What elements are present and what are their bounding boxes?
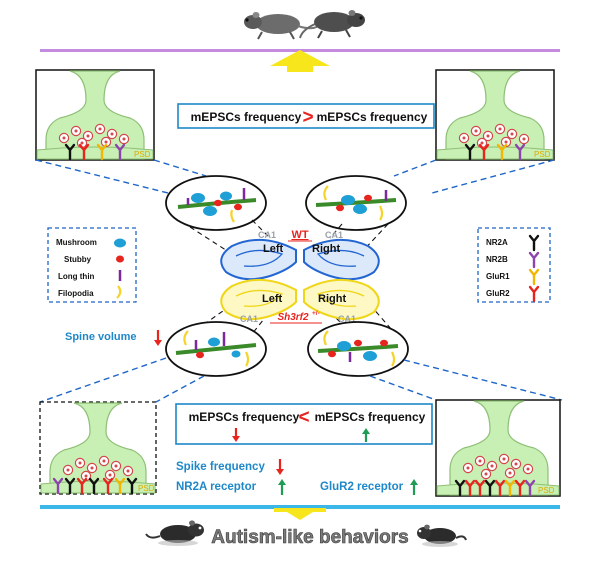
psd-label: PSD xyxy=(134,150,151,159)
summary-top-left-text: mEPSCs frequency xyxy=(191,110,302,124)
legend-spine-stubby: Stubby xyxy=(64,255,92,264)
legend-receptor-nr2b: NR2B xyxy=(486,255,508,264)
legend-spine-long-thin: Long thin xyxy=(58,272,95,281)
summary-box-bottom: mEPSCs frequency < mEPSCs frequency xyxy=(175,403,433,445)
dendrite-oval-top-right xyxy=(305,175,407,231)
left-label-wt: Left xyxy=(263,243,284,255)
mouse-left-icon xyxy=(145,520,204,546)
arrow-up-icon xyxy=(278,479,286,495)
left-label-ko: Left xyxy=(262,293,283,305)
connector-lines-top xyxy=(35,159,555,194)
bottom-yellow-arrow xyxy=(274,508,326,520)
spine-volume-text: Spine volume xyxy=(65,331,137,343)
top-yellow-arrow xyxy=(270,50,330,72)
glur2-receptor-annotation: GluR2 receptor xyxy=(320,479,418,495)
top-mouse-pair-illustration xyxy=(244,10,365,40)
nr2a-receptor-annotation: NR2A receptor xyxy=(176,479,286,495)
legend-receptor-glur1: GluR1 xyxy=(486,272,510,281)
psd-label: PSD xyxy=(534,150,551,159)
glur2-receptor-text: GluR2 receptor xyxy=(320,481,404,493)
legend-receptor-nr2a: NR2A xyxy=(486,238,508,247)
arrow-down-icon xyxy=(232,428,240,442)
arrow-down-icon xyxy=(276,459,284,475)
summary-box-top: mEPSCs frequency > mEPSCs frequency xyxy=(177,103,435,129)
dendrite-oval-bottom-left xyxy=(165,321,267,377)
right-label-wt: Right xyxy=(312,243,340,255)
spine-volume-annotation: Spine volume xyxy=(65,330,162,346)
ca1-label-wt-left: CA1 xyxy=(258,230,276,240)
sh3rf2-genotype-label: Sh3rf2 xyxy=(277,312,309,323)
psd-label: PSD xyxy=(138,484,155,493)
synapse-bottom-right: PSD xyxy=(435,399,561,497)
synapse-bottom-left: PSD xyxy=(39,401,157,495)
synapse-top-right: PSD xyxy=(435,69,555,161)
spike-frequency-text: Spike frequency xyxy=(176,461,265,473)
stubby-spine-icon xyxy=(116,255,124,263)
mouse-left-icon xyxy=(244,12,323,40)
summary-bottom-left-text: mEPSCs frequency xyxy=(189,410,300,424)
bottom-divider-bar xyxy=(40,505,560,509)
summary-bottom-symbol: < xyxy=(298,407,309,428)
mushroom-spine-icon xyxy=(114,238,126,248)
ca1-label-ko-left: CA1 xyxy=(240,314,258,324)
arrow-down-icon xyxy=(154,330,162,346)
nr2a-receptor-text: NR2A receptor xyxy=(176,481,257,493)
ca1-label-wt-right: CA1 xyxy=(325,230,343,240)
wt-genotype-label: WT xyxy=(291,229,308,241)
spine-type-legend: Mushroom Stubby Long thin Filopodia xyxy=(47,227,137,303)
autism-like-behaviors-text: Autism-like behaviors xyxy=(211,527,408,548)
hippocampus-wt: CA1 CA1 Left Right WT xyxy=(220,229,380,281)
dendrite-oval-top-left xyxy=(165,175,267,231)
summary-top-right-text: mEPSCs frequency xyxy=(317,110,428,124)
behavior-banner: Autism-like behaviors xyxy=(145,520,467,548)
filopodia-spine-icon xyxy=(116,285,122,299)
mouse-right-icon xyxy=(417,524,467,547)
right-label-ko: Right xyxy=(318,293,346,305)
legend-receptor-glur2: GluR2 xyxy=(486,289,510,298)
hippocampus-sh3rf2: Left Right CA1 CA1 Sh3rf2 +/- xyxy=(220,278,380,324)
mouse-right-icon xyxy=(299,10,365,39)
summary-bottom-right-text: mEPSCs frequency xyxy=(315,410,426,424)
connector-lines-bottom xyxy=(39,357,563,403)
legend-spine-filopodia: Filopodia xyxy=(58,289,94,298)
arrow-up-icon xyxy=(362,428,370,442)
legend-spine-mushroom: Mushroom xyxy=(56,238,97,247)
dendrite-oval-bottom-right xyxy=(307,321,409,377)
arrow-up-icon xyxy=(410,479,418,495)
synapse-top-left: PSD xyxy=(35,69,155,161)
summary-top-symbol: > xyxy=(302,107,313,128)
ca1-label-ko-right: CA1 xyxy=(338,314,356,324)
receptor-legend: NR2A NR2B GluR1 GluR2 xyxy=(477,227,551,303)
spike-frequency-annotation: Spike frequency xyxy=(176,459,284,475)
psd-label: PSD xyxy=(538,486,555,495)
sh3rf2-genotype-superscript: +/- xyxy=(312,310,320,317)
